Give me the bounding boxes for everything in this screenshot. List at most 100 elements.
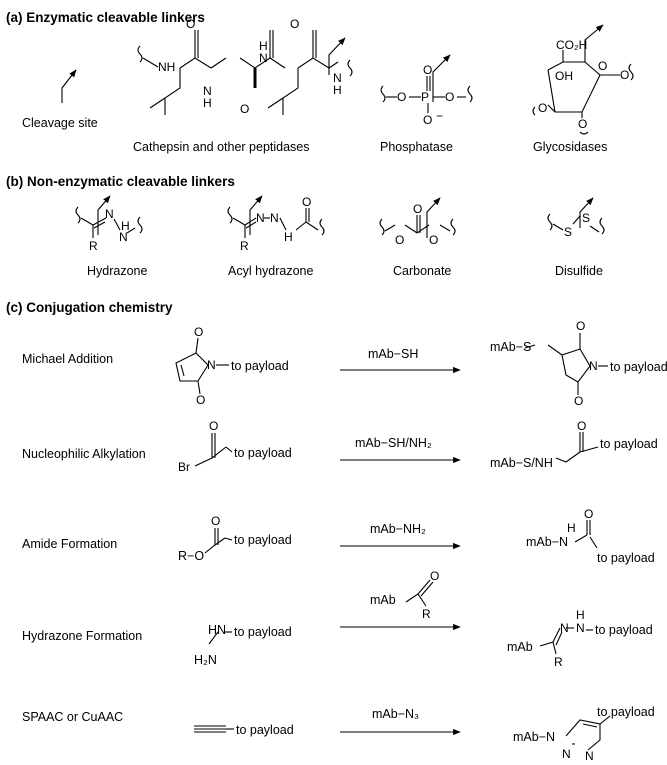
ester-r-o: R−O — [178, 549, 204, 563]
disulfide-s2: S — [582, 211, 590, 225]
disulfide-structure — [547, 197, 605, 235]
acyl-h: H — [284, 230, 293, 244]
row-michael-reagent: mAb−SH — [368, 347, 418, 361]
amide-o: O — [584, 507, 593, 521]
hydrazone-r: R — [89, 239, 98, 253]
peptide-linker-structure — [137, 30, 353, 115]
haloacetyl-br: Br — [178, 460, 190, 474]
acyl-n1: N — [256, 211, 265, 225]
hydrazone-prod-h: H — [576, 608, 585, 622]
phosphate-o-bottom: O — [423, 113, 432, 127]
triazole-n3: N — [585, 749, 594, 763]
peptide-o-3: O — [290, 17, 299, 31]
hydrazone-prod-r: R — [554, 655, 563, 669]
amide-payload: to payload — [597, 551, 655, 565]
row-spaac-name: SPAAC or CuAAC — [22, 710, 123, 724]
peptide-h-3: H — [259, 39, 268, 53]
hydrazide-structure — [208, 631, 232, 645]
glycosidases-label: Glycosidases — [533, 140, 607, 154]
phosphate-p: P — [421, 90, 429, 104]
succinimide-o-bottom: O — [574, 394, 583, 408]
hydrazone-h: H — [121, 219, 130, 233]
hydrazone-structure — [75, 195, 143, 238]
hydrazone-label: Hydrazone — [87, 264, 147, 278]
row-alkylation-reagent: mAb−SH/NH₂ — [355, 436, 432, 450]
activated-ester-structure — [204, 528, 233, 554]
row-spaac-reagent: mAb−N₃ — [372, 707, 419, 721]
acyl-n2: N — [270, 211, 279, 225]
hydrazide-hn: HN — [208, 623, 226, 637]
peptide-h-2: H — [203, 96, 212, 110]
succinimide-o-top: O — [576, 319, 585, 333]
peptide-n-4: N — [333, 71, 342, 85]
succinimide-payload: to payload — [610, 360, 667, 374]
carbonate-label: Carbonate — [393, 264, 451, 278]
phosphate-o-right: O — [445, 90, 454, 104]
row-amide-reagent: mAb−NH₂ — [370, 522, 426, 536]
row-amide-name: Amide Formation — [22, 537, 117, 551]
triazole-payload: to payload — [597, 705, 655, 719]
haloacetyl-payload: to payload — [234, 446, 292, 460]
row-michael-name: Michael Addition — [22, 352, 113, 366]
phosphatase-linker-structure — [380, 54, 473, 113]
maleimide-o-bottom: O — [196, 393, 205, 407]
haloacetyl-o: O — [209, 419, 218, 433]
maleimide-payload: to payload — [231, 359, 289, 373]
alkylation-o: O — [577, 419, 586, 433]
triazole-n2: N — [562, 747, 571, 761]
cleavage-site-label: Cleavage site — [22, 116, 98, 130]
glycosidase-linker-structure — [532, 24, 634, 135]
row-alkylation-name: Nucleophilic Alkylation — [22, 447, 146, 461]
sugar-o-bottom: O — [578, 117, 587, 131]
sugar-o-glyc: O — [620, 68, 629, 82]
triazole-mab-n: mAb−N — [513, 730, 555, 744]
carbonate-o-left: O — [395, 233, 404, 247]
row-hydrazone-name: Hydrazone Formation — [22, 629, 142, 643]
alkyne-structure — [194, 725, 234, 733]
alkylation-payload: to payload — [600, 437, 658, 451]
sugar-oh: OH — [555, 69, 573, 83]
hydrazone-mab: mAb — [507, 640, 533, 654]
sugar-ring-o: O — [598, 59, 607, 73]
carbonate-o-top: O — [413, 202, 422, 216]
row-hydrazone-reagent: mAb — [370, 593, 396, 607]
section-b-title: (b) Non-enzymatic cleavable linkers — [6, 174, 235, 189]
hydrazone-prod-payload: to payload — [595, 623, 653, 637]
maleimide-n: N — [207, 358, 216, 372]
aldehyde-r: R — [422, 607, 431, 621]
hydrazone-prod-n2: N — [576, 621, 585, 635]
disulfide-s1: S — [564, 225, 572, 239]
alkyne-payload: to payload — [236, 723, 294, 737]
cathepsin-label: Cathepsin and other peptidases — [133, 140, 310, 154]
hydrazide-h2n: H₂N — [194, 653, 217, 667]
triazole-product — [565, 715, 611, 751]
succinimide-product — [524, 333, 608, 395]
phosphate-o-top: O — [423, 63, 432, 77]
ester-payload: to payload — [234, 533, 292, 547]
hydrazone-n1: N — [105, 207, 114, 221]
amide-h: H — [567, 521, 576, 535]
sugar-o-left: O — [538, 101, 547, 115]
peptide-nh-1: NH — [158, 60, 175, 74]
aldehyde-reagent-structure — [405, 579, 434, 607]
hydrazone-prod-n1: N — [560, 621, 569, 635]
section-a-title: (a) Enzymatic cleavable linkers — [6, 10, 205, 25]
peptide-h-4: H — [333, 83, 342, 97]
hydrazone-product — [539, 627, 593, 655]
acyl-hydrazone-structure — [227, 195, 325, 238]
phosphatase-label: Phosphatase — [380, 140, 453, 154]
section-c-title: (c) Conjugation chemistry — [6, 300, 173, 315]
acyl-o: O — [302, 195, 311, 209]
amide-mab-n: mAb−N — [526, 535, 568, 549]
disulfide-label: Disulfide — [555, 264, 603, 278]
alkylation-mab-s-nh: mAb−S/NH — [490, 456, 553, 470]
acyl-r: R — [240, 239, 249, 253]
phosphate-charge: − — [436, 109, 443, 123]
amide-product — [574, 520, 598, 549]
alkylation-product — [555, 432, 599, 463]
carbonate-structure — [379, 197, 456, 238]
peptide-n-3: N — [259, 51, 268, 65]
acyl-hydrazone-label: Acyl hydrazone — [228, 264, 314, 278]
maleimide-o-top: O — [194, 325, 203, 339]
succinimide-mab-s: mAb−S — [490, 340, 531, 354]
